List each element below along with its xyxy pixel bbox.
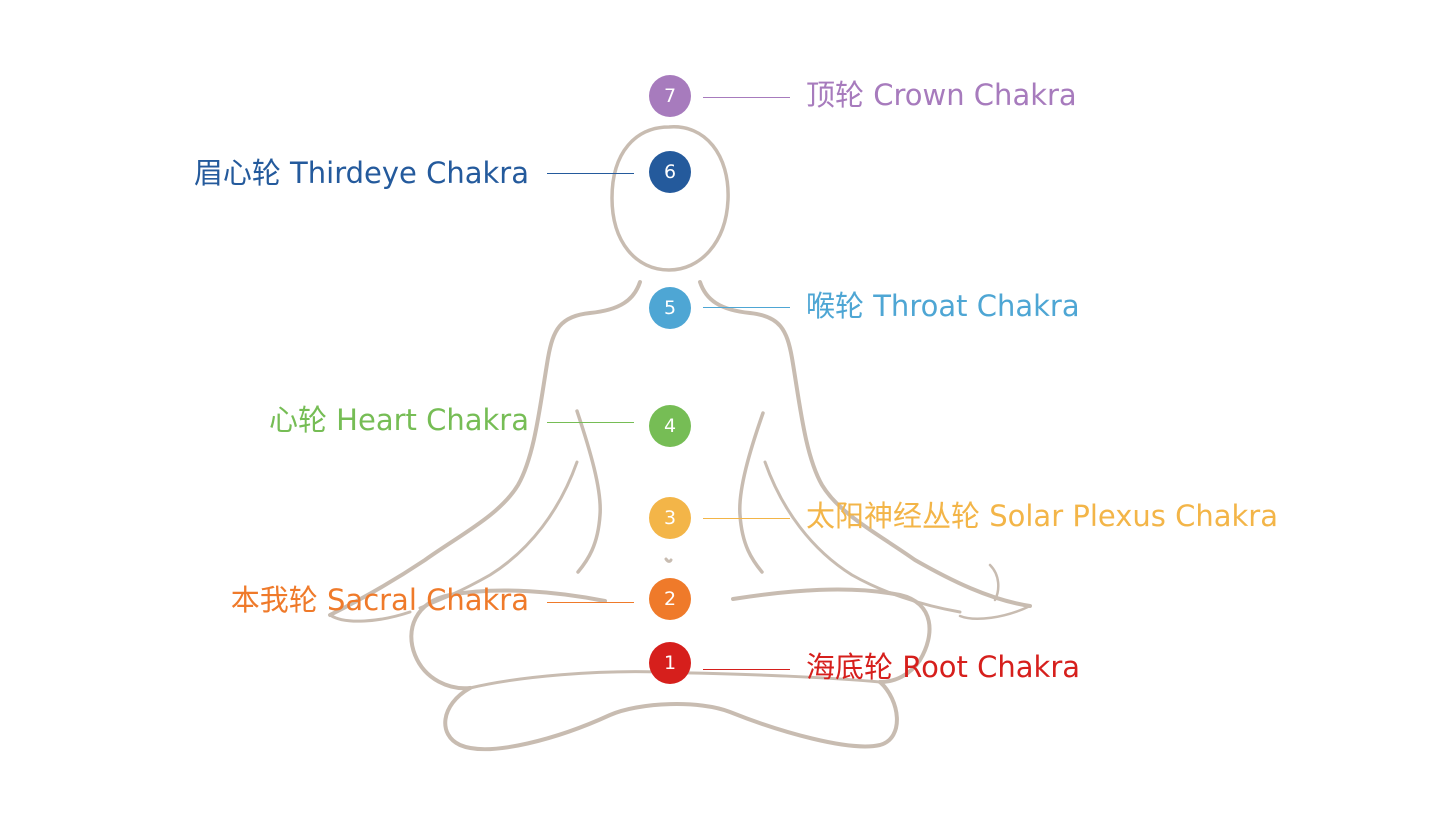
- chakra-2-leader: [547, 602, 634, 603]
- right-torso-outline: [738, 411, 765, 574]
- chakra-3-badge: 3: [649, 497, 691, 539]
- chakra-3-leader: [703, 518, 790, 519]
- chakra-1-badge: 1: [649, 642, 691, 684]
- lap-outline: [443, 680, 899, 752]
- right-shoulder-arm-outline: [698, 280, 1032, 608]
- chakra-6-badge: 6: [649, 151, 691, 193]
- left-shoulder-arm-outline: [328, 280, 642, 617]
- chakra-4-leader: [547, 422, 634, 423]
- chakra-7-label: 顶轮 Crown Chakra: [806, 78, 1077, 112]
- left-thigh-outline: [409, 588, 607, 691]
- chakra-7-badge: 7: [649, 75, 691, 117]
- left-torso-outline: [575, 409, 602, 574]
- chakra-3-label: 太阳神经丛轮 Solar Plexus Chakra: [806, 499, 1278, 533]
- head-outline: [610, 125, 730, 272]
- chakra-1-leader: [703, 669, 790, 670]
- chakra-6-label: 眉心轮 Thirdeye Chakra: [193, 156, 529, 190]
- navel-mark: [664, 557, 673, 563]
- chakra-5-badge: 5: [649, 287, 691, 329]
- right-hand-outline: [958, 563, 1032, 620]
- chakra-4-label: 心轮 Heart Chakra: [268, 403, 529, 437]
- chakra-2-badge: 2: [649, 578, 691, 620]
- chakra-5-label: 喉轮 Throat Chakra: [806, 289, 1080, 323]
- chakra-5-leader: [703, 307, 790, 308]
- right-thigh-outline: [731, 587, 932, 684]
- chakra-4-badge: 4: [649, 405, 691, 447]
- chakra-1-label: 海底轮 Root Chakra: [806, 650, 1081, 684]
- chakra-7-leader: [703, 97, 790, 98]
- chakra-6-leader: [547, 173, 634, 174]
- left-hand-outline: [328, 610, 412, 623]
- chakra-2-label: 本我轮 Sacral Chakra: [230, 583, 529, 617]
